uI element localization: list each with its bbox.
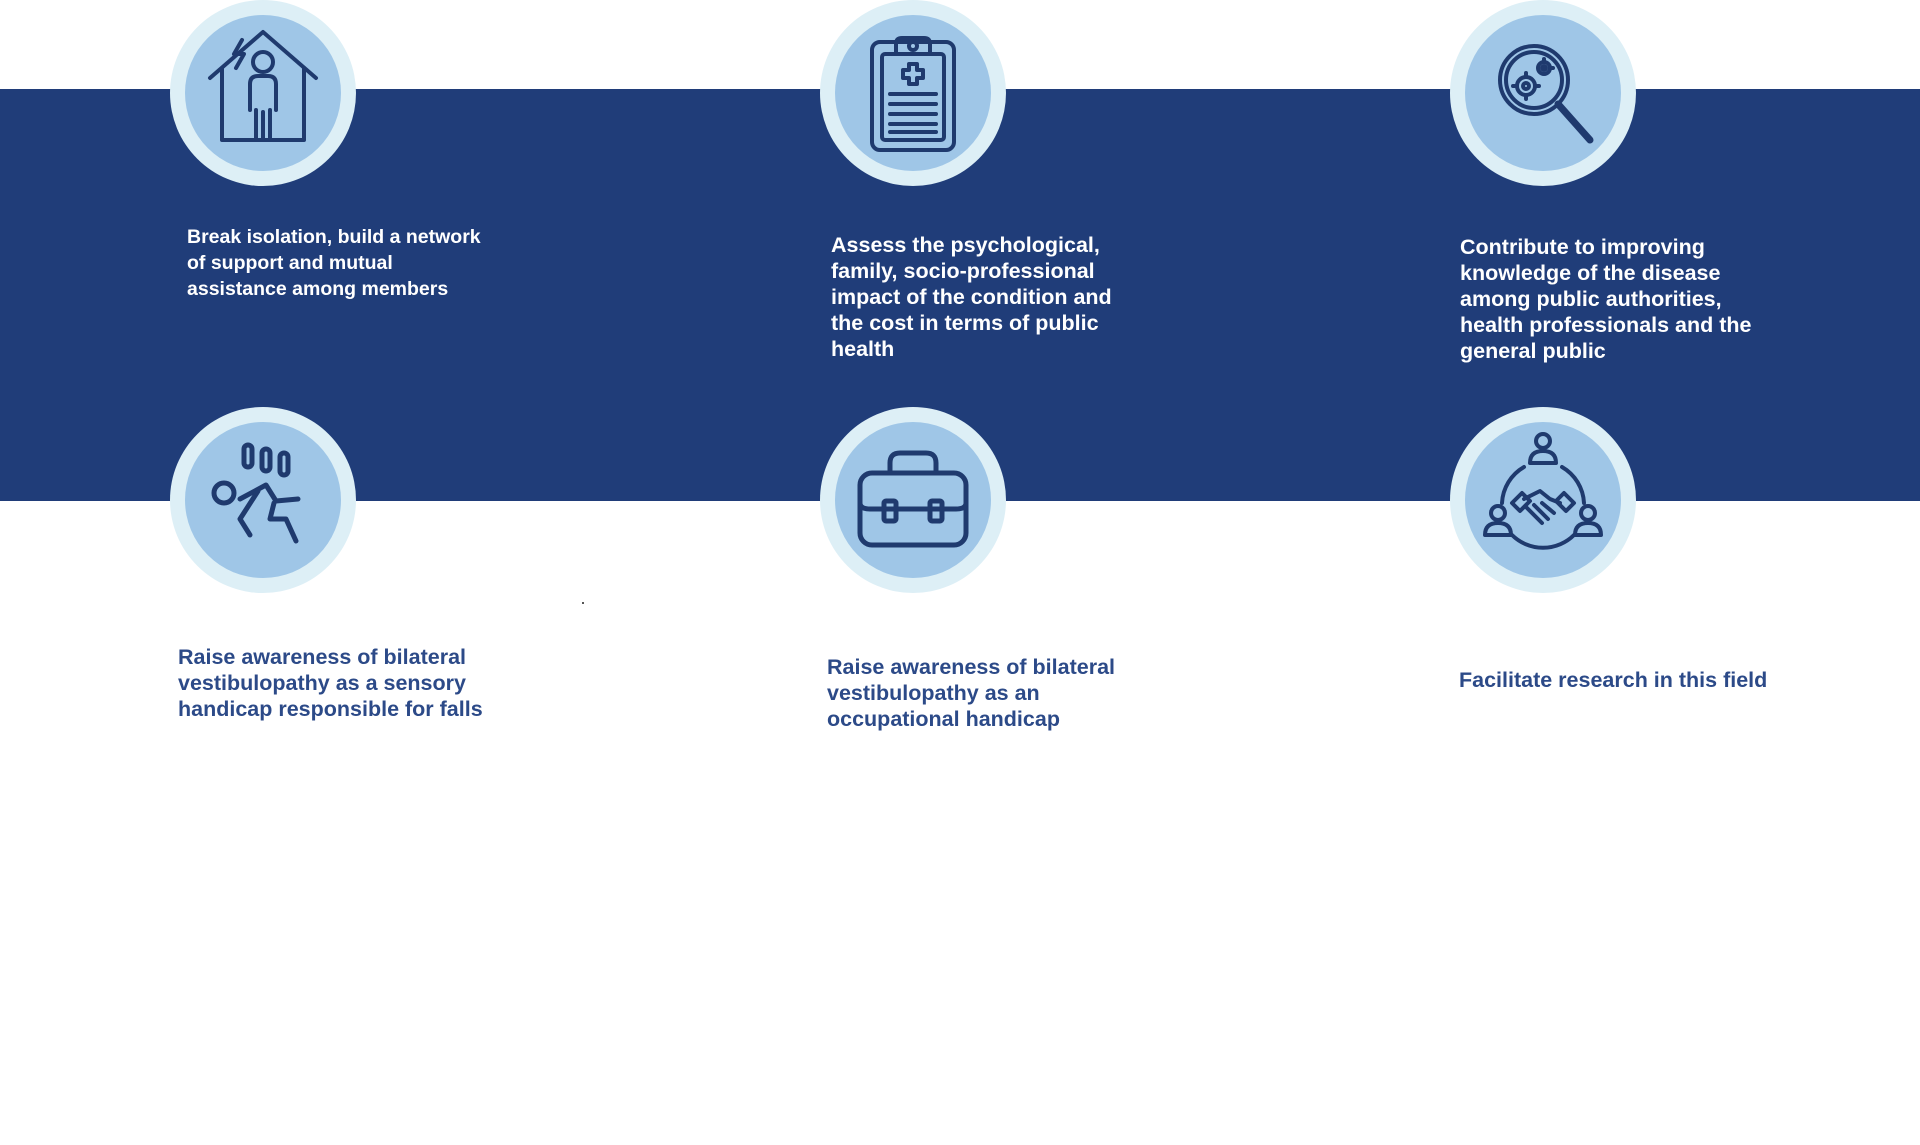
goal-badge-research (1450, 407, 1636, 593)
goal-text-isolation: Break isolation, build a network of supp… (187, 226, 481, 300)
badge-fill (185, 15, 341, 171)
isolated-person-house-icon (208, 30, 318, 142)
briefcase-icon (857, 450, 969, 548)
stray-dot (582, 602, 584, 604)
falling-person-icon (211, 442, 301, 544)
goal-text-falls: Raise awareness of bilateral vestibulopa… (178, 645, 483, 721)
medical-clipboard-icon (870, 36, 956, 152)
goal-badge-impact (820, 0, 1006, 186)
goal-badge-occupational (820, 407, 1006, 593)
goal-badge-knowledge (1450, 0, 1636, 186)
goal-text-impact: Assess the psychological, family, socio-… (831, 233, 1112, 361)
badge-fill (1465, 15, 1621, 171)
goal-text-occupational: Raise awareness of bilateral vestibulopa… (827, 655, 1116, 731)
handshake-network-icon (1483, 432, 1603, 550)
goal-badge-falls (170, 407, 356, 593)
goal-text-research: Facilitate research in this field (1459, 668, 1768, 692)
goal-badge-isolation (170, 0, 356, 186)
goal-text-knowledge: Contribute to improving knowledge of the… (1460, 235, 1752, 363)
magnifier-gears-icon (1498, 44, 1594, 144)
